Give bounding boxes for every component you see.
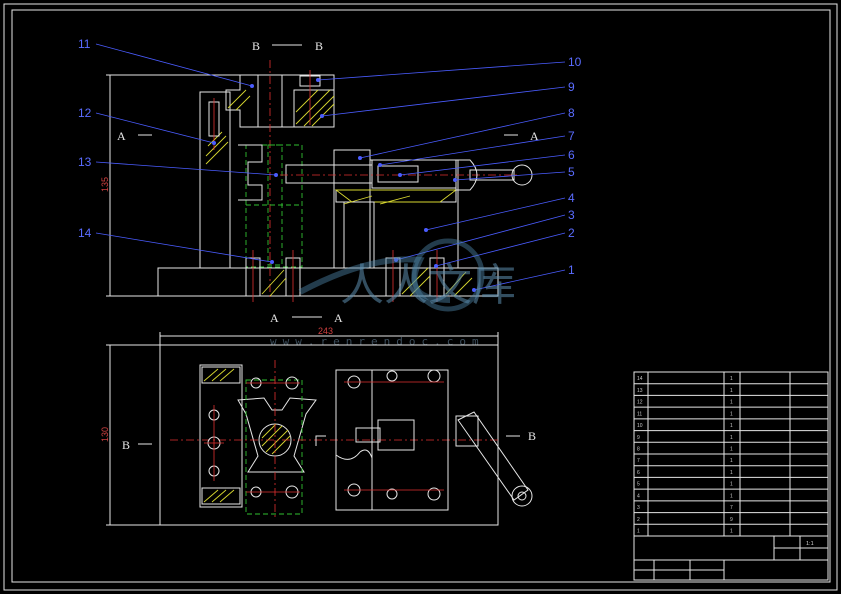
- section-b-plan-left: B: [122, 438, 130, 452]
- part-label-1: 1: [568, 263, 575, 277]
- part-label-10: 10: [568, 55, 582, 69]
- part-label-7: 7: [568, 129, 575, 143]
- title-block-row-qty: 1: [730, 470, 733, 476]
- title-block-row-qty: 7: [730, 505, 733, 511]
- title-block-row-qty: 1: [730, 376, 733, 382]
- dim-front-height: 135: [100, 177, 110, 192]
- dim-plan-width: 243: [318, 326, 333, 336]
- title-block-row-qty: 1: [730, 400, 733, 406]
- title-block-row-number: 2: [637, 517, 640, 523]
- section-b-left: B: [252, 39, 260, 53]
- title-block-row-number: 14: [637, 376, 643, 382]
- title-block-row-number: 9: [637, 435, 640, 441]
- title-block-row-qty: 1: [730, 529, 733, 535]
- section-b-plan-right: B: [528, 429, 536, 443]
- part-leaders: [95, 43, 566, 292]
- title-block-row-qty: 1: [730, 482, 733, 488]
- title-block-row-qty: 1: [730, 423, 733, 429]
- title-block-scale: 1:1: [806, 541, 814, 547]
- title-block-row-number: 13: [637, 388, 643, 394]
- part-label-4: 4: [568, 191, 575, 205]
- part-label-5: 5: [568, 165, 575, 179]
- section-a-bottom-right: A: [334, 311, 343, 325]
- title-block-row-number: 7: [637, 458, 640, 464]
- section-a-left: A: [117, 129, 126, 143]
- title-block-row-qty: 1: [730, 458, 733, 464]
- dim-plan-height: 130: [100, 427, 110, 442]
- title-block-row-number: 12: [637, 400, 643, 406]
- part-label-3: 3: [568, 208, 575, 222]
- title-block-row-qty: 1: [730, 447, 733, 453]
- title-block-row-number: 4: [637, 493, 640, 499]
- title-block-row-number: 8: [637, 447, 640, 453]
- title-block-row-number: 5: [637, 482, 640, 488]
- part-label-8: 8: [568, 106, 575, 120]
- section-b-right: B: [315, 39, 323, 53]
- part-label-9: 9: [568, 80, 575, 94]
- title-block-row-qty: 1: [730, 411, 733, 417]
- part-label-12: 12: [78, 106, 92, 120]
- title-block-row-number: 1: [637, 529, 640, 535]
- section-a-bottom-left: A: [270, 311, 279, 325]
- title-block-row-number: 10: [637, 423, 643, 429]
- part-label-2: 2: [568, 226, 575, 240]
- title-block-row-qty: 9: [730, 517, 733, 523]
- part-label-14: 14: [78, 226, 92, 240]
- part-label-11: 11: [78, 37, 91, 51]
- watermark-logo: 人人文库: [340, 260, 516, 311]
- title-block-row-qty: 1: [730, 493, 733, 499]
- inner-frame: [11, 9, 831, 583]
- part-label-13: 13: [78, 155, 92, 169]
- title-block-row-qty: 1: [730, 388, 733, 394]
- title-block-row-number: 11: [637, 411, 642, 417]
- section-a-right: A: [530, 129, 539, 143]
- watermark-url: www.renrendoc.com: [270, 335, 485, 348]
- part-label-6: 6: [568, 148, 575, 162]
- title-block-row-number: 6: [637, 470, 640, 476]
- outer-frame: [3, 3, 838, 591]
- title-block-row-number: 3: [637, 505, 640, 511]
- title-block-row-qty: 1: [730, 435, 733, 441]
- plan-view: 243 130: [100, 326, 533, 526]
- watermark: 人人文库 www.renrendoc.com: [270, 238, 516, 348]
- front-view: 135: [100, 60, 533, 302]
